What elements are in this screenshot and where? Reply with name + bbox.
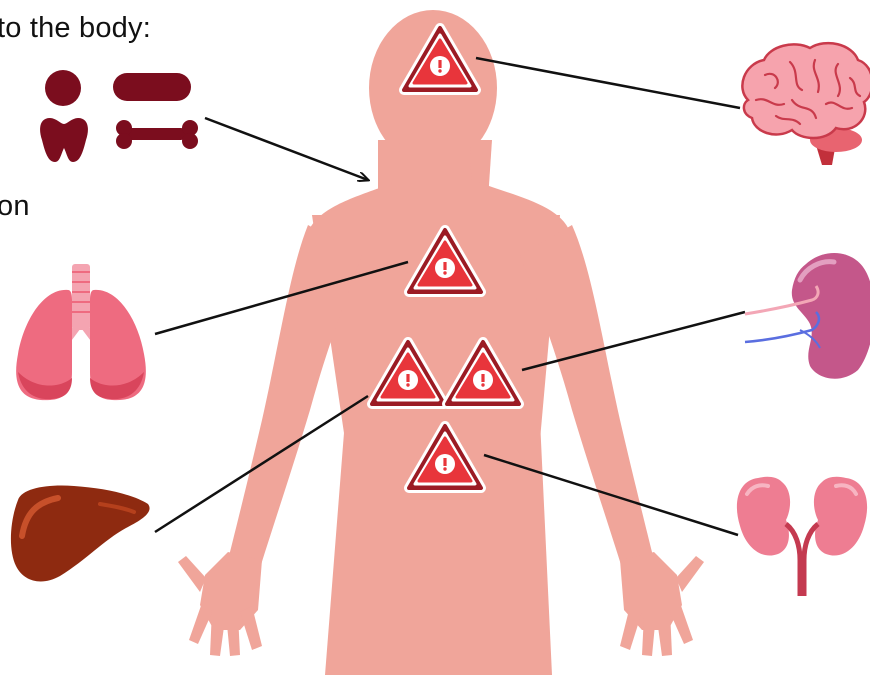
lungs-icon	[16, 264, 146, 400]
blood-cells-icon	[40, 70, 191, 162]
bone-icon	[116, 120, 198, 149]
connector-blood-arrow	[205, 118, 368, 180]
connector-brain	[476, 58, 740, 108]
spleen-icon	[745, 253, 870, 379]
liver-icon	[11, 486, 150, 582]
brain-icon	[742, 43, 870, 165]
kidneys-icon	[737, 477, 867, 596]
